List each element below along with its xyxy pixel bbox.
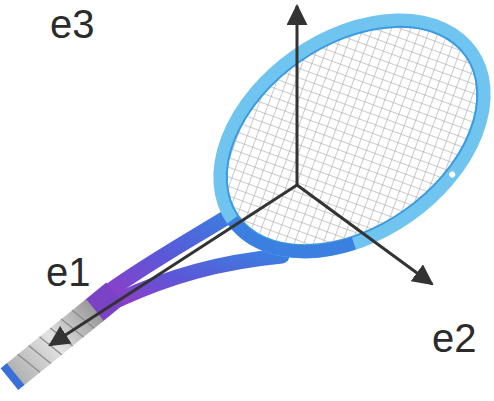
axis-label: e3 (50, 4, 95, 44)
axis-label: e1 (46, 252, 91, 292)
axis-label: e2 (432, 318, 477, 358)
axes (50, 6, 432, 345)
throat-arm (118, 256, 282, 300)
racket-head (176, 0, 494, 300)
